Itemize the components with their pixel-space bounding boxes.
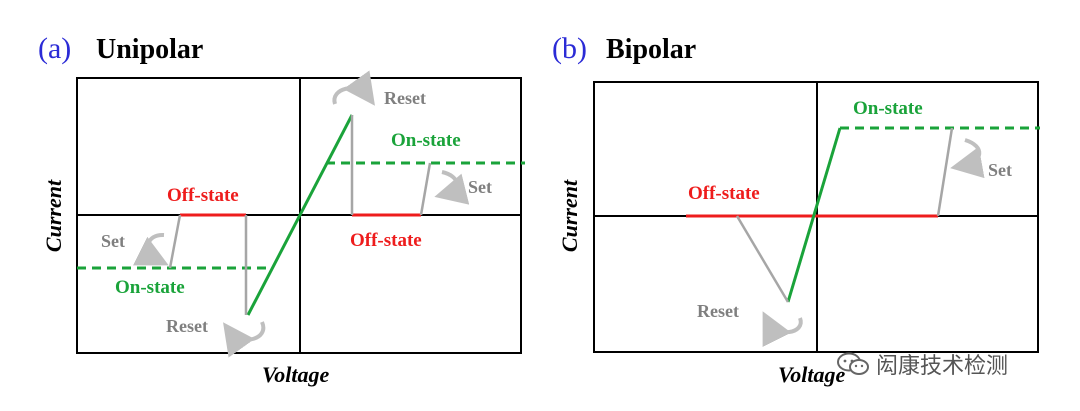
panel-a-reset-label-top: Reset [384,88,426,108]
panel-b-on-state-label: On-state [853,98,923,119]
panel-b: Off-state On-state Set Reset [593,81,1040,353]
panel-b-reset-line [735,215,790,303]
watermark: 闳康技术检测 [836,348,1008,380]
panel-a-reset-arrow-bottom-icon [223,321,266,358]
panel-a-off-state-label-left: Off-state [167,185,239,206]
panel-b-set-line [936,127,954,217]
panel-b-set-arrow-icon [950,138,985,179]
panel-b-set-label: Set [988,160,1012,180]
panel-a-reset-arrow-top-icon [332,70,375,106]
panel-a-set-arrow-left-icon [132,233,169,266]
panel-a-ohmic-line [246,114,354,316]
panel-a-set-line-right [419,162,432,216]
panel-b-tag: (b) [552,32,587,65]
panel-b-off-state-label: Off-state [688,183,760,204]
panel-a-set-label-right: Set [468,177,492,197]
panel-b-reset-arrow-icon [762,311,803,348]
panel-b-title: Bipolar [606,34,697,65]
panel-a-on-state-label-right: On-state [391,130,461,151]
wechat-icon [837,352,869,375]
watermark-text: 闳康技术检测 [876,354,1009,379]
panel-a-set-arrow-right-icon [434,170,470,205]
panel-a-title: Unipolar [96,34,204,65]
panel-a-set-label-left: Set [101,231,125,251]
panel-b-ohmic-line [786,127,842,303]
panel-a-set-line-left [168,214,182,269]
panel-a-reset-label-bottom: Reset [166,316,208,336]
panel-a-xlabel: Voltage [262,362,330,387]
panel-a-on-state-label-left: On-state [115,277,185,298]
panel-b-reset-label: Reset [697,301,739,321]
panel-a-tag: (a) [38,32,72,65]
panel-a-off-state-label-right: Off-state [350,230,422,251]
panel-b-xlabel: Voltage [778,362,846,387]
panel-a: Off-state Off-state On-state On-state Re… [76,70,525,358]
